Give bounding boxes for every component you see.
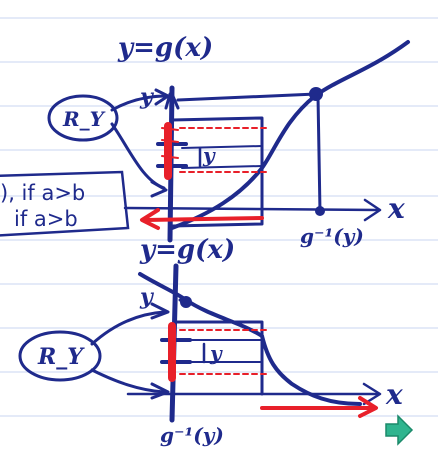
top-y-label: y — [139, 84, 155, 110]
bottom-function-label: y=g(x) — [139, 235, 235, 265]
arrow-right-icon[interactable] — [385, 414, 414, 446]
side-note-line2: if a>b — [14, 207, 78, 231]
top-region-ellipse — [47, 94, 119, 142]
bottom-x-label: x — [385, 378, 403, 411]
bottom-y-label: y — [139, 284, 155, 310]
top-region-arrow-upper — [110, 94, 168, 112]
top-sketch — [47, 40, 410, 243]
bottom-level-label: y — [209, 341, 223, 365]
bottom-box — [174, 320, 264, 396]
top-level-label: y — [202, 143, 216, 167]
ruled-lines — [0, 17, 438, 417]
top-function-label: y=g(x) — [117, 33, 213, 63]
top-drop-line — [316, 94, 322, 214]
side-note-line1: ), if a>b — [0, 181, 85, 205]
side-note: ), if a>b if a>b — [0, 170, 130, 237]
top-red-arrow — [144, 216, 264, 222]
bottom-sketch — [18, 263, 382, 423]
top-x-label: x — [387, 192, 405, 225]
bottom-region-arrow-upper — [90, 310, 166, 346]
bottom-region-ellipse — [18, 330, 102, 382]
bottom-inverse-label: g⁻¹(y) — [160, 423, 224, 447]
top-level-line — [176, 92, 318, 102]
bottom-region-arrow-lower — [90, 368, 166, 394]
bottom-region-label: R_Y — [37, 344, 85, 370]
top-x-axis — [123, 206, 380, 212]
top-curve — [170, 40, 410, 230]
top-region-label: R_Y — [62, 107, 106, 131]
top-region-arrow-lower — [110, 122, 166, 190]
top-inverse-label: g⁻¹(y) — [300, 224, 364, 248]
